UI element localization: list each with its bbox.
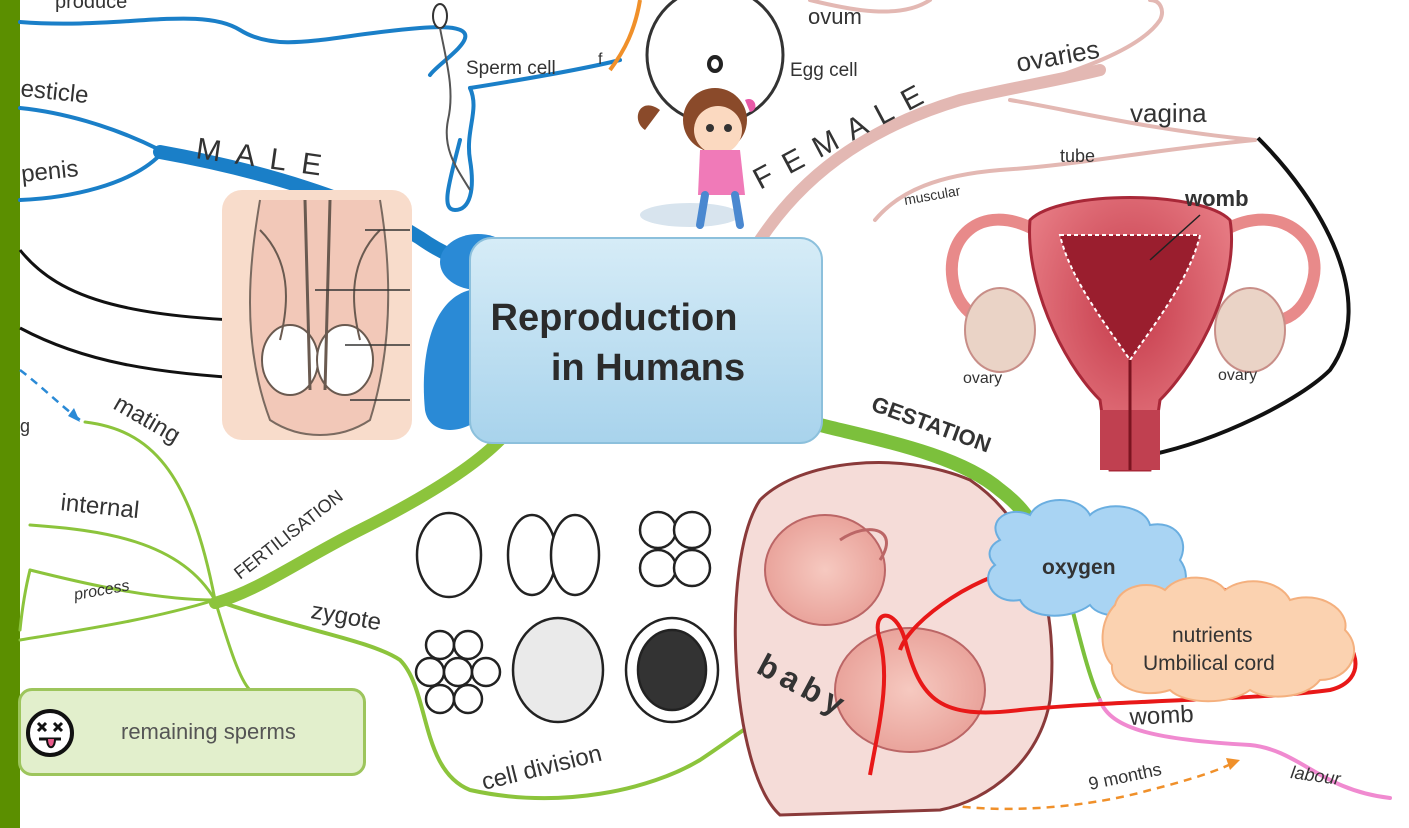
remaining-sperms-node[interactable]: remaining sperms: [18, 688, 366, 776]
remaining-sperms-label: remaining sperms: [121, 719, 296, 745]
label-penis: penis: [20, 155, 80, 188]
label-ovary-right: ovary: [1218, 367, 1257, 384]
central-title-line1: Reproduction: [491, 297, 738, 339]
label-cell-division: cell division: [479, 740, 605, 796]
label-tube: tube: [1060, 146, 1095, 166]
cell-division-illustration: [416, 512, 718, 722]
dizzy-face-icon: [25, 708, 75, 758]
label-mating: mating: [109, 390, 185, 449]
label-nutrients: nutrients: [1172, 624, 1253, 647]
label-produce: produce: [55, 0, 127, 13]
branch-label-female: F E M A L E: [748, 78, 932, 196]
uterus-illustration: [952, 198, 1315, 471]
label-internal: internal: [59, 489, 140, 524]
label-ovum: ovum: [808, 4, 862, 29]
label-g: g: [20, 416, 30, 436]
mating-arrow-head: [68, 408, 80, 422]
label-labour: labour: [1289, 762, 1342, 789]
label-testicle: esticle: [19, 75, 89, 109]
label-womb-female: womb: [1184, 186, 1249, 211]
cell-morula: [416, 631, 500, 713]
labour-arrow-head: [1226, 758, 1240, 770]
label-vagina: vagina: [1130, 98, 1207, 128]
cell-four: [640, 512, 710, 586]
male-anatomy-illustration: [222, 190, 412, 440]
label-egg-cell: Egg cell: [790, 60, 858, 81]
cell-blastocyst-dotted: [513, 618, 603, 722]
label-umbilical-cord: Umbilical cord: [1143, 652, 1275, 675]
label-muscular: muscular: [903, 182, 962, 208]
label-womb-gestation: womb: [1128, 701, 1194, 731]
central-title-line2: in Humans: [551, 347, 745, 389]
label-sperm-cell: Sperm cell: [466, 58, 556, 79]
girl-character: [638, 88, 756, 227]
label-ovary-left: ovary: [963, 370, 1002, 387]
cell-one: [417, 513, 481, 597]
cell-two: [508, 515, 599, 595]
label-oxygen: oxygen: [1042, 556, 1116, 579]
label-f: f: [598, 51, 603, 68]
label-nine-months: 9 months: [1087, 759, 1164, 794]
